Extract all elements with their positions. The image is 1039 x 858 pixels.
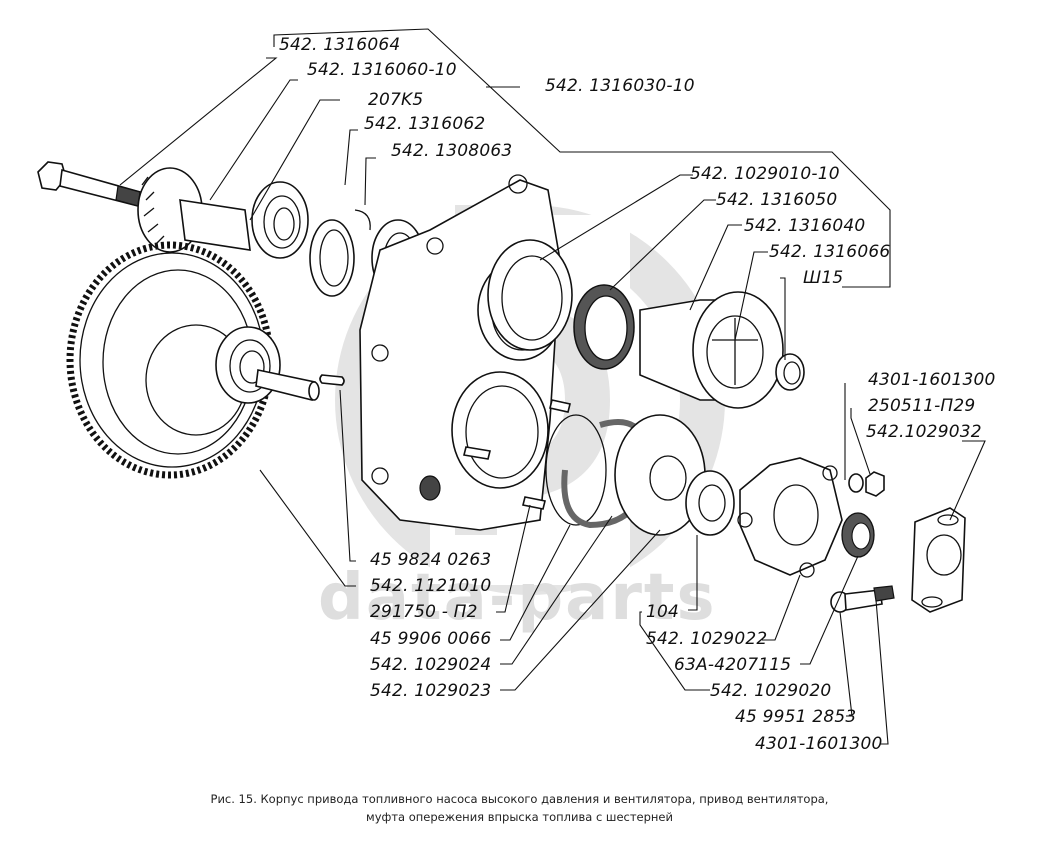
callout-label: 4301-1601300 bbox=[868, 370, 996, 390]
figure-caption-line-2: муфта опережения впрыска топлива с шесте… bbox=[366, 810, 673, 824]
callout-label: 45 9951 2853 bbox=[735, 707, 857, 727]
callout-label: 542. 1029024 bbox=[370, 655, 492, 675]
screw-part bbox=[830, 585, 895, 613]
callout-label: 45 9824 0263 bbox=[370, 550, 492, 570]
callout-label: 63A-4207115 bbox=[674, 655, 792, 675]
washer-part bbox=[775, 353, 805, 391]
callout-label: 207K5 bbox=[368, 90, 424, 110]
callout-label: 542. 1316060-10 bbox=[307, 60, 457, 80]
callout-label: 291750 - П2 bbox=[370, 602, 478, 622]
callout-label: 104 bbox=[646, 602, 680, 622]
drive-gear-part bbox=[137, 167, 251, 253]
callout-label: 542. 1316066 bbox=[769, 242, 891, 262]
flange-cover-part bbox=[487, 239, 573, 351]
callout-label: 542. 1121010 bbox=[370, 576, 492, 596]
fan-hub-part bbox=[639, 291, 784, 409]
oil-seal-part bbox=[573, 284, 635, 370]
watermark-text: data-parts bbox=[318, 561, 717, 635]
callout-label: 542. 1029010-10 bbox=[690, 164, 840, 184]
leader-lines bbox=[119, 28, 986, 745]
spacer-ring-part bbox=[309, 209, 371, 297]
callout-label: 542. 1029020 bbox=[710, 681, 832, 701]
callout-label: Ш15 bbox=[803, 268, 844, 288]
gasket-rings-part bbox=[545, 414, 706, 536]
bearing-104-part bbox=[685, 470, 735, 536]
callout-label: 4301-1601300 bbox=[755, 734, 883, 754]
callout-label: 542. 1316064 bbox=[279, 35, 401, 55]
callout-label: 542. 1316040 bbox=[744, 216, 866, 236]
figure-caption-line-1: Рис. 15. Корпус привода топливного насос… bbox=[210, 792, 829, 806]
key-part bbox=[319, 374, 345, 386]
upper-bearing-part bbox=[251, 181, 309, 259]
callout-label: 250511-П29 bbox=[868, 396, 976, 416]
callout-label: 542. 1316062 bbox=[364, 114, 486, 134]
gear-shaft-bearing-part bbox=[215, 326, 320, 404]
small-seal-part bbox=[841, 512, 875, 558]
callout-label: 542. 1029022 bbox=[646, 629, 768, 649]
callout-label: 542.1029032 bbox=[866, 422, 982, 442]
callout-label: 542. 1316050 bbox=[716, 190, 838, 210]
bracket-part bbox=[911, 507, 966, 613]
long-bolt-part bbox=[37, 161, 141, 207]
spring-washer-part bbox=[848, 473, 864, 493]
callout-label: 542. 1308063 bbox=[391, 141, 513, 161]
coupling-housing-part bbox=[737, 457, 843, 578]
callout-label: 45 9906 0066 bbox=[370, 629, 492, 649]
callout-label: 542. 1316030-10 bbox=[545, 76, 695, 96]
callout-label: 542. 1029023 bbox=[370, 681, 492, 701]
nut-part bbox=[865, 471, 885, 497]
